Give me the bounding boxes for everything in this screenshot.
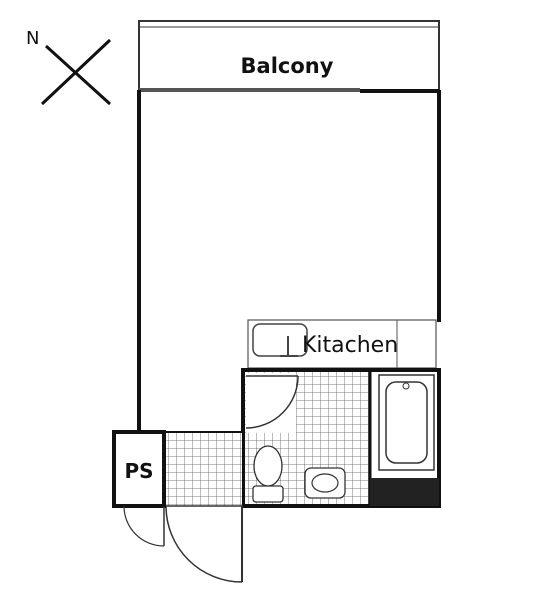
ps-label: PS [124,459,153,483]
main-room [137,90,441,432]
entrance-door-swing [165,505,243,583]
bathtub-inner [385,381,428,464]
compass-north-label: N [26,28,39,49]
kitchen-label: Kitachen [302,333,398,358]
bathroom-walls [241,368,441,508]
washbasin [304,467,346,499]
balcony: Balcony [138,20,440,93]
compass-line-nw [44,44,112,106]
sink [252,323,308,357]
bathroom-door-opening [246,373,296,433]
bathtub [378,374,435,471]
entrance-tiled-floor [166,432,242,506]
toilet-tank [252,485,284,503]
toilet-bowl [253,445,283,487]
balcony-label: Balcony [241,54,334,78]
ps-box [112,430,166,508]
bathroom [241,368,441,508]
kitchen: Kitachen [247,319,437,369]
entrance [165,431,243,583]
bathtub-drain [402,382,410,390]
compass: N [26,28,112,106]
shaft-dark [370,478,439,506]
washbasin-bowl [311,473,339,493]
ps-door-swing [123,505,165,547]
bathroom-door-swing [245,375,299,429]
ps: PS [112,430,166,547]
